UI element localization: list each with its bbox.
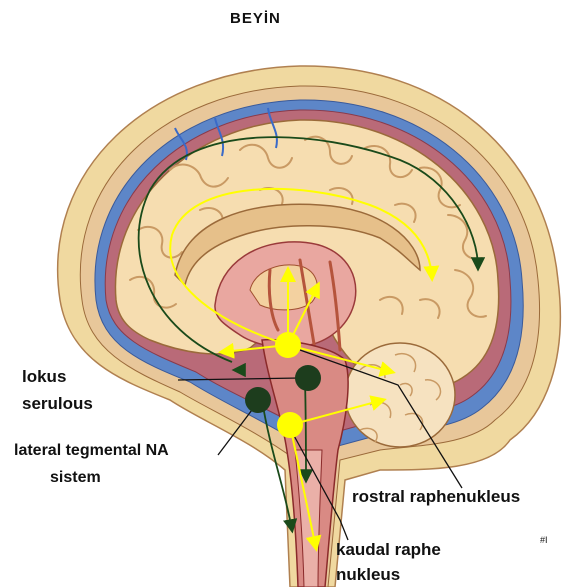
label-lateral-line2: sistem <box>50 470 101 486</box>
label-lokus-line2: serulous <box>22 395 93 412</box>
nucleus-lateral-tegmental <box>245 387 271 413</box>
label-lateral-line1: lateral tegmental NA <box>14 443 169 459</box>
label-kaudal-line2: nukleus <box>336 566 400 583</box>
nucleus-caudal-raphe <box>277 412 303 438</box>
corner-mark: #I <box>540 536 548 545</box>
nucleus-rostral-raphe-upper <box>275 332 301 358</box>
cerebellum <box>345 343 455 447</box>
label-lokus-line1: lokus <box>22 368 66 385</box>
page-title: BEYİN <box>230 11 281 26</box>
nucleus-locus-coeruleus <box>295 365 321 391</box>
label-rostral-raphe: rostral raphenukleus <box>352 488 520 505</box>
label-kaudal-line1: kaudal raphe <box>336 541 441 558</box>
green-pathway-2 <box>305 380 306 480</box>
